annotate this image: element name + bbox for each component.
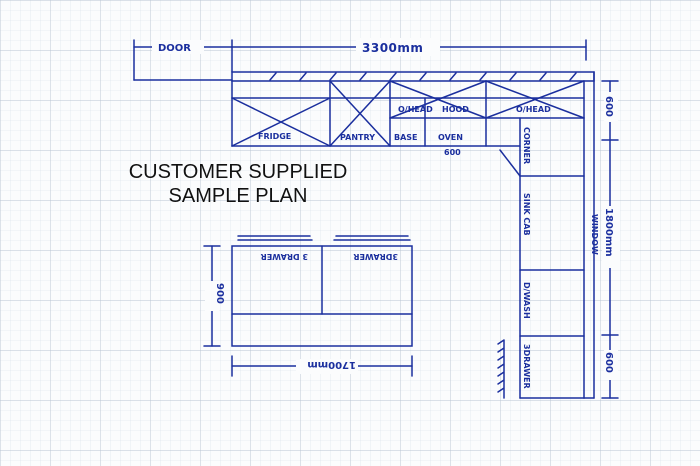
corner-label: CORNER [522, 127, 531, 164]
sink-cab-label: SINK CAB [522, 193, 531, 236]
top-cabinet-run [231, 80, 585, 177]
top-depth-label: 600 [603, 96, 614, 117]
island-drawer-left-label: 3 DRAWER [261, 252, 308, 261]
base-label: BASE [394, 133, 418, 142]
dishwasher-label: D/WASH [522, 282, 531, 319]
island-depth-label: 900 [214, 283, 225, 304]
oven-size-label: 600 [444, 148, 461, 157]
three-drawer-side-label: 3DRAWER [522, 344, 531, 389]
overhead-right-label: O/HEAD [516, 105, 551, 114]
bottom-depth-label: 600 [603, 352, 614, 373]
island-length-label: 1700mm [307, 359, 356, 370]
right-cabinet-run [497, 175, 585, 399]
island-bench [231, 235, 413, 347]
right-wall [583, 71, 595, 399]
island-drawer-right-label: 3DRAWER [353, 252, 398, 261]
fridge-label: FRIDGE [258, 132, 291, 141]
caption-line-2: SAMPLE PLAN [168, 185, 308, 207]
plan-caption: CUSTOMER SUPPLIED SAMPLE PLAN [108, 160, 368, 208]
door-label: DOOR [158, 43, 191, 54]
window-label: WINDOW [590, 214, 599, 255]
overhead-left-label: O/HEAD [398, 105, 433, 114]
window-run-label: 1800mm [603, 208, 614, 257]
total-width-label: 3300mm [362, 41, 423, 55]
caption-line-1: CUSTOMER SUPPLIED [128, 161, 348, 183]
hood-label: HOOD [442, 105, 469, 114]
pantry-label: PANTRY [340, 133, 375, 142]
oven-label: OVEN [438, 133, 463, 142]
